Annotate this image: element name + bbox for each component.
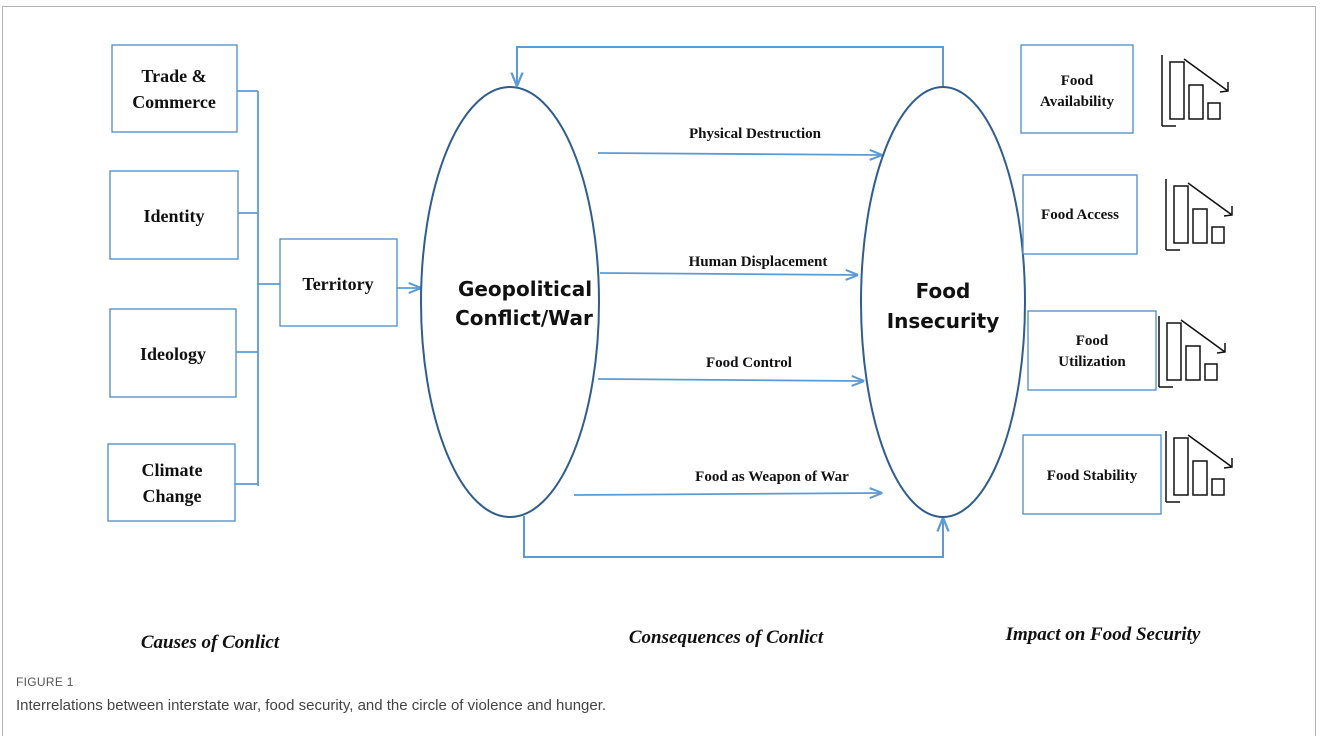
territory-label: Territory	[302, 274, 373, 294]
cause-climate-line1: Climate	[142, 460, 203, 480]
cause-identity-box: Identity	[109, 170, 239, 260]
cause-ideology-label: Ideology	[140, 344, 206, 364]
insecurity-ellipse: Food Insecurity	[860, 86, 1026, 518]
impact-utilization-line1: Food	[1076, 333, 1109, 349]
access-declining-chart-icon	[1165, 179, 1233, 251]
availability-declining-chart-icon	[1161, 55, 1229, 127]
cause-trade-line1: Trade &	[141, 66, 206, 86]
impact-food-utilization-box: Food Utilization	[1027, 310, 1157, 391]
impact-stability-label: Food Stability	[1047, 468, 1138, 484]
impact-utilization-line2: Utilization	[1058, 354, 1126, 370]
top-feedback-arrow	[517, 46, 944, 90]
cause-ideology-box: Ideology	[109, 308, 237, 398]
figure-caption-text: Interrelations between interstate war, f…	[16, 697, 607, 714]
impact-food-availability-box: Food Availability	[1020, 44, 1134, 134]
impact-availability-line1: Food	[1061, 73, 1094, 89]
conflict-line1: Geopolitical	[458, 277, 592, 301]
impact-food-stability-box: Food Stability	[1022, 434, 1162, 515]
bottom-feedback-arrow	[523, 516, 943, 558]
causes-bracket-connector	[235, 90, 280, 486]
consequence-physical-destruction: Physical Destruction	[597, 126, 881, 155]
consequence-human-displacement: Human Displacement	[599, 254, 857, 275]
cause-trade-line2: Commerce	[132, 92, 216, 112]
consequence-control-label: Food Control	[706, 355, 792, 371]
cause-climate-line2: Change	[142, 486, 201, 506]
cause-identity-label: Identity	[143, 206, 204, 226]
figure-frame	[2, 6, 1316, 736]
figure-caption-label: FIGURE 1	[16, 675, 74, 689]
cause-trade-commerce-box: Trade & Commerce	[111, 44, 238, 133]
impact-availability-line2: Availability	[1040, 94, 1114, 110]
section-impact-label: Impact on Food Security	[1005, 624, 1201, 645]
insecurity-line1: Food	[916, 279, 971, 303]
section-consequences-label: Consequences of Conlict	[629, 627, 824, 648]
territory-box: Territory	[279, 238, 398, 327]
stability-declining-chart-icon	[1165, 431, 1233, 503]
insecurity-line2: Insecurity	[887, 309, 1000, 333]
impact-food-access-box: Food Access	[1022, 174, 1138, 255]
conflict-ellipse: Geopolitical Conflict/War	[420, 86, 600, 518]
conflict-line2: Conflict/War	[455, 306, 593, 330]
consequence-food-as-weapon: Food as Weapon of War	[573, 469, 881, 495]
consequence-weapon-label: Food as Weapon of War	[695, 469, 849, 485]
consequence-physical-label: Physical Destruction	[689, 126, 822, 142]
consequence-food-control: Food Control	[597, 355, 863, 381]
cause-climate-change-box: Climate Change	[107, 443, 236, 522]
section-causes-label: Causes of Conlict	[141, 632, 280, 653]
utilization-declining-chart-icon	[1158, 316, 1226, 388]
consequence-displacement-label: Human Displacement	[689, 254, 828, 270]
impact-access-label: Food Access	[1041, 207, 1119, 223]
